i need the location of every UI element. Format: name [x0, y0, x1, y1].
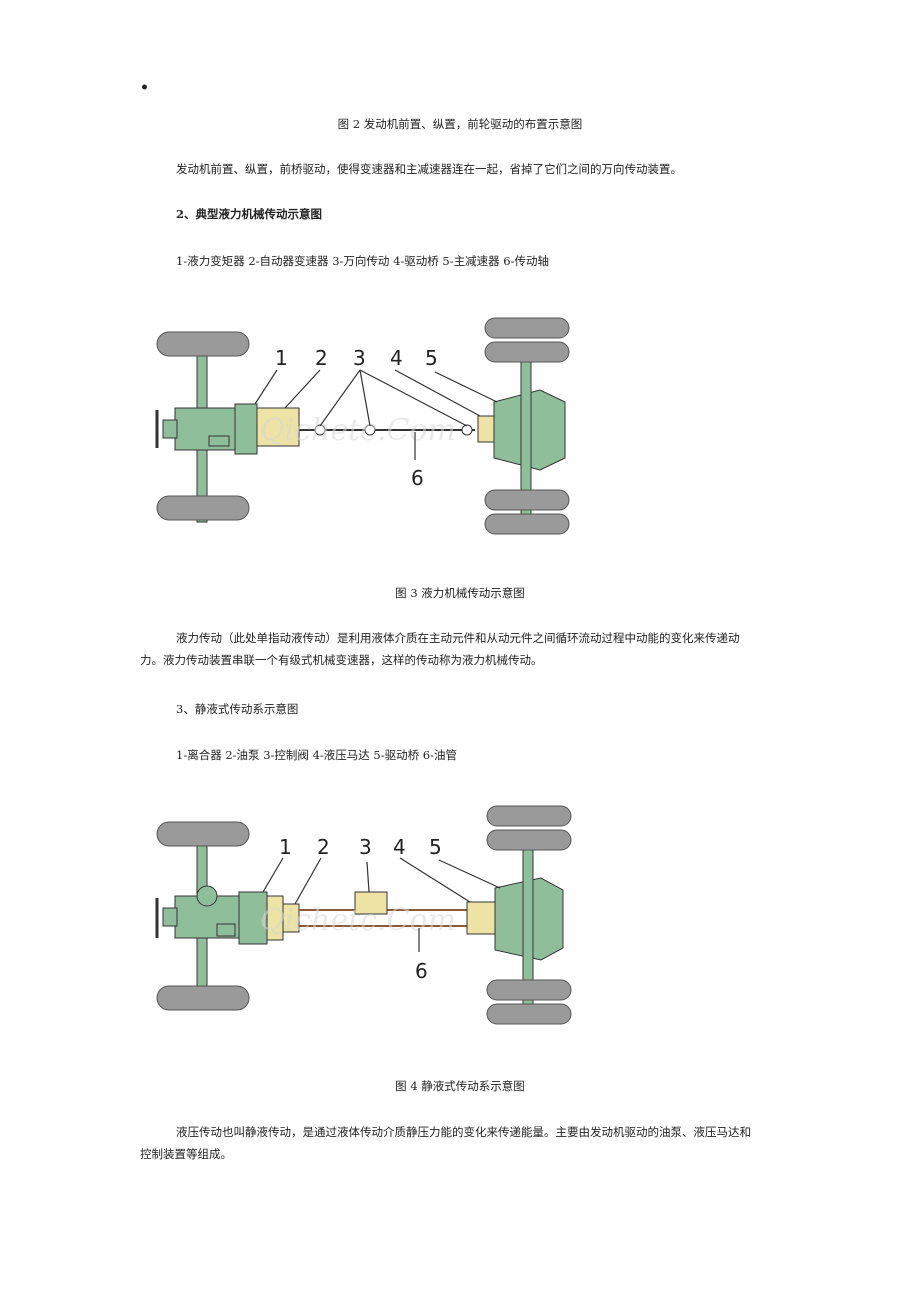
- engine-mount: [216, 923, 236, 937]
- watermark: Qichetc.Com: [260, 903, 456, 938]
- leader-2: [284, 369, 321, 409]
- leader-4: [394, 369, 481, 417]
- oil-pump: [282, 903, 300, 933]
- label-4: 4: [393, 835, 406, 859]
- page-marker: •: [140, 80, 149, 96]
- rear-left-tire-inner: [486, 829, 572, 851]
- label-6: 6: [411, 466, 424, 490]
- front-left-tire: [156, 821, 250, 847]
- label-2: 2: [315, 346, 328, 370]
- paragraph-2: 液力传动（此处单指动液传动）是利用液体介质在主动元件和从动元件之间循环流动过程中…: [140, 631, 740, 667]
- clutch: [238, 891, 268, 945]
- leader-1: [262, 857, 284, 893]
- leader-3c: [359, 369, 468, 427]
- rear-left-tire-outer: [486, 805, 572, 827]
- fig2-caption: 图 2 发动机前置、纵置，前轮驱动的布置示意图: [337, 117, 583, 131]
- label-3: 3: [353, 346, 366, 370]
- leader-1: [254, 369, 278, 405]
- leader-4: [399, 857, 471, 903]
- leader-3a: [319, 369, 361, 427]
- leader-2: [294, 857, 322, 905]
- engine-top: [196, 885, 218, 907]
- label-6: 6: [415, 959, 428, 983]
- paragraph-3: 液压传动也叫静液传动，是通过液体传动介质静压力能的变化来传递能量。主要由发动机驱…: [140, 1125, 751, 1161]
- section-3-legend: 1-离合器 2-油泵 3-控制阀 4-液压马达 5-驱动桥 6-油管: [176, 748, 457, 762]
- engine-front: [162, 419, 178, 439]
- label-1: 1: [279, 835, 292, 859]
- control-valve: [354, 891, 388, 915]
- fig4-caption: 图 4 静液式传动系示意图: [395, 1079, 525, 1093]
- label-5: 5: [429, 835, 442, 859]
- rear-left-tire-outer: [484, 317, 570, 339]
- label-3: 3: [359, 835, 372, 859]
- watermark: Qichetc.Com: [260, 413, 456, 448]
- rear-left-tire-inner: [484, 341, 570, 363]
- rear-right-tire-inner: [486, 979, 572, 1001]
- hydromechanical-drive-diagram: Qichetc.Com 1 2 3 4 5 6: [155, 317, 570, 535]
- section-2-heading: 2、典型液力机械传动示意图: [176, 207, 323, 221]
- paragraph-1: 发动机前置、纵置，前桥驱动，使得变速器和主减速器连在一起，省掉了它们之间的万向传…: [176, 162, 682, 176]
- torque-converter: [234, 403, 258, 455]
- label-5: 5: [425, 346, 438, 370]
- section-3-heading: 3、静液式传动系示意图: [176, 702, 299, 716]
- hydraulic-motor: [466, 901, 496, 935]
- engine-mount: [208, 435, 230, 447]
- final-drive-input: [477, 415, 495, 443]
- front-right-tire: [156, 495, 250, 521]
- leader-3: [366, 861, 370, 893]
- front-left-tire: [156, 331, 250, 357]
- label-2: 2: [317, 835, 330, 859]
- label-1: 1: [275, 346, 288, 370]
- automatic-transmission: [256, 407, 300, 447]
- leader-5: [434, 371, 498, 403]
- rear-right-tire-outer: [484, 513, 570, 535]
- fig3-caption: 图 3 液力机械传动示意图: [395, 586, 525, 600]
- rear-right-tire-outer: [486, 1003, 572, 1025]
- engine-front: [162, 907, 178, 927]
- front-right-tire: [156, 985, 250, 1011]
- leader-3b: [359, 369, 371, 427]
- hydrostatic-drive-diagram: Qichetc.Com 1 2 3 4 5 6: [155, 805, 572, 1025]
- label-4: 4: [390, 346, 403, 370]
- rear-right-tire-inner: [484, 489, 570, 511]
- u-joint-3: [461, 424, 473, 436]
- section-2-legend: 1-液力变矩器 2-自动器变速器 3-万向传动 4-驱动桥 5-主减速器 6-传…: [176, 254, 549, 268]
- leader-5: [438, 859, 501, 889]
